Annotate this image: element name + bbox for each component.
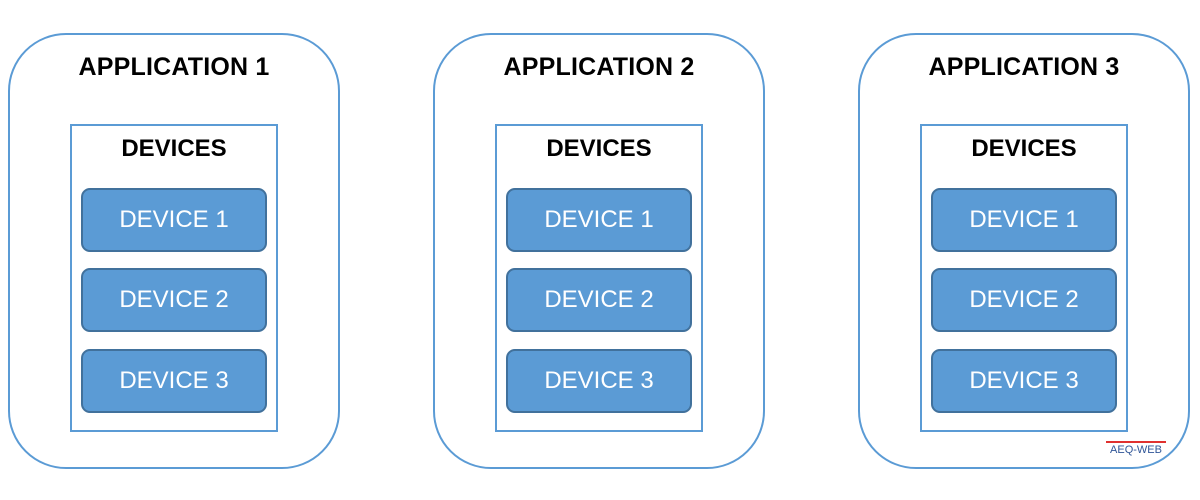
application-3-devices-group: DEVICES DEVICE 1 DEVICE 2 DEVICE 3 bbox=[920, 124, 1128, 432]
application-3-title: APPLICATION 3 bbox=[928, 53, 1120, 81]
application-2-device-2: DEVICE 2 bbox=[506, 268, 692, 332]
application-1-device-3: DEVICE 3 bbox=[81, 349, 267, 413]
application-2-title: APPLICATION 2 bbox=[503, 53, 695, 81]
application-1-container: APPLICATION 1 DEVICES DEVICE 1 DEVICE 2 … bbox=[8, 33, 340, 469]
watermark-logo: AEQ-WEB bbox=[1106, 441, 1166, 456]
application-2-device-3: DEVICE 3 bbox=[506, 349, 692, 413]
application-1-device-2: DEVICE 2 bbox=[81, 268, 267, 332]
application-3-device-1: DEVICE 1 bbox=[931, 188, 1117, 252]
application-1-title: APPLICATION 1 bbox=[78, 53, 270, 81]
application-2-device-1: DEVICE 1 bbox=[506, 188, 692, 252]
application-2-container: APPLICATION 2 DEVICES DEVICE 1 DEVICE 2 … bbox=[433, 33, 765, 469]
application-3-device-2: DEVICE 2 bbox=[931, 268, 1117, 332]
application-3-devices-title: DEVICES bbox=[971, 135, 1077, 162]
application-3-device-3: DEVICE 3 bbox=[931, 349, 1117, 413]
application-2-devices-title: DEVICES bbox=[546, 135, 652, 162]
application-1-devices-group: DEVICES DEVICE 1 DEVICE 2 DEVICE 3 bbox=[70, 124, 278, 432]
application-2-devices-group: DEVICES DEVICE 1 DEVICE 2 DEVICE 3 bbox=[495, 124, 703, 432]
application-1-device-1: DEVICE 1 bbox=[81, 188, 267, 252]
application-1-devices-title: DEVICES bbox=[121, 135, 227, 162]
application-3-container: APPLICATION 3 DEVICES DEVICE 1 DEVICE 2 … bbox=[858, 33, 1190, 469]
